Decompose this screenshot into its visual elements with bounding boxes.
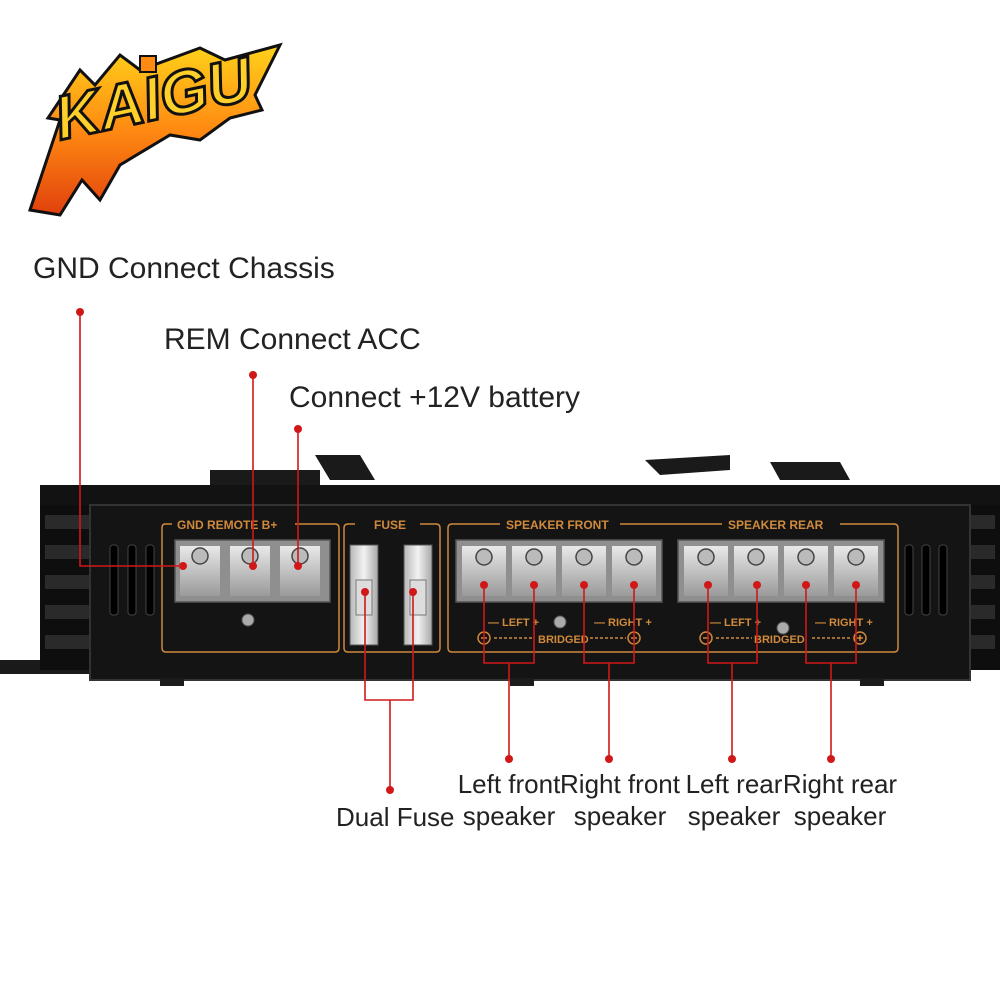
right-rear-speaker-label: Right rear speaker — [781, 768, 899, 832]
left-front-line1: Left front — [457, 769, 561, 799]
rear-right-label: — RIGHT + — [815, 617, 873, 629]
left-front-speaker-label: Left front speaker — [454, 768, 564, 832]
rear-bridged-label: BRIDGED — [754, 634, 805, 646]
right-rear-line1: Right rear — [782, 769, 898, 799]
brand-logo: KAIGU — [28, 42, 283, 217]
speaker-rear-header: SPEAKER REAR — [728, 518, 824, 532]
rear-left-label: — LEFT + — [710, 617, 761, 629]
right-front-line2: speaker — [573, 801, 667, 831]
battery-callout-label: Connect +12V battery — [289, 381, 581, 414]
fuse-header: FUSE — [374, 518, 406, 532]
speaker-terminal-blocks — [455, 539, 885, 635]
front-left-label: — LEFT + — [488, 617, 539, 629]
callout-lines — [79, 312, 857, 790]
front-bridged-label: BRIDGED — [538, 634, 589, 646]
terminal-panel-frames — [161, 523, 899, 653]
left-rear-line1: Left rear — [685, 769, 783, 799]
right-front-speaker-label: Right front speaker — [560, 768, 680, 832]
left-front-line2: speaker — [462, 801, 556, 831]
right-front-line1: Right front — [560, 769, 680, 799]
left-rear-speaker-label: Left rear speaker — [682, 768, 786, 832]
callout-dots — [76, 308, 860, 794]
left-rear-line2: speaker — [687, 801, 781, 831]
right-rear-line2: speaker — [793, 801, 887, 831]
panel-labels: GND REMOTE B+ FUSE SPEAKER FRONT SPEAKER… — [177, 518, 873, 646]
front-right-label: — RIGHT + — [594, 617, 652, 629]
gnd-callout-label: GND Connect Chassis — [33, 252, 335, 285]
speaker-front-header: SPEAKER FRONT — [506, 518, 609, 532]
power-terminal-block — [174, 539, 331, 627]
power-header: GND REMOTE B+ — [177, 518, 277, 532]
rem-callout-label: REM Connect ACC — [164, 323, 421, 356]
dual-fuse-label: Dual Fuse — [336, 802, 455, 832]
